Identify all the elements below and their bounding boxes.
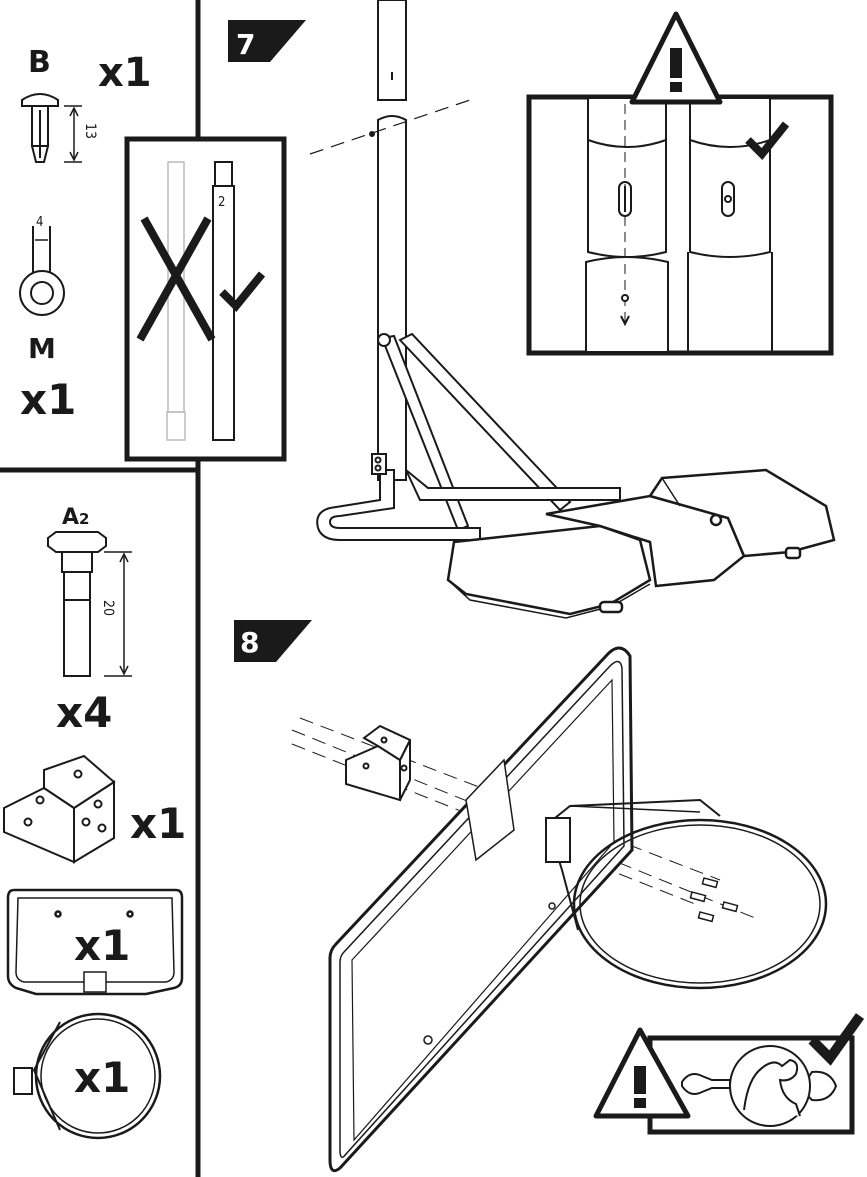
part-backboard-qty: x1 <box>74 921 130 970</box>
screw-b-drawing <box>22 94 58 162</box>
bolts-a2-exploded <box>690 878 737 921</box>
part-a2-qty: x4 <box>56 688 112 737</box>
detail-inset <box>529 14 831 353</box>
bolt-a2-drawing <box>48 532 106 676</box>
orientation-check-box: 2 <box>127 139 284 459</box>
part-a2-letter: A <box>62 505 79 530</box>
svg-text:A2: A2 <box>62 505 89 530</box>
strong-arm-icon <box>730 1046 810 1126</box>
mounting-bracket-large <box>346 726 410 800</box>
part-rim: x1 <box>14 1014 160 1138</box>
part-m-thickness: 4 <box>36 215 43 230</box>
part-washer-m: 4 M x1 <box>20 215 76 424</box>
part-b-qty: x1 <box>98 50 152 96</box>
step-7-number: 7 <box>236 28 255 61</box>
part-m-letter: M <box>28 332 56 365</box>
part-bracket-qty: x1 <box>130 799 186 848</box>
part-a2-sub: 2 <box>79 510 89 528</box>
backboard-large <box>330 648 632 1171</box>
detail-left-tube <box>586 99 668 352</box>
part-a2-length: 20 <box>100 600 116 616</box>
tighten-warning <box>596 1016 860 1132</box>
step-7: 7 <box>228 0 834 618</box>
part-backboard: x1 <box>8 890 182 994</box>
warning-icon <box>632 14 720 102</box>
part-m-qty: x1 <box>20 375 76 424</box>
part-bolt-a2: A2 20 x4 <box>48 505 132 737</box>
bracket-drawing <box>4 756 114 862</box>
screw-b-dimension <box>64 106 82 162</box>
part-b-letter: B <box>28 45 51 80</box>
part-rim-qty: x1 <box>74 1053 130 1102</box>
part-b-length: 13 <box>82 123 98 139</box>
step-8-number: 8 <box>240 626 259 659</box>
step-8: 8 <box>234 620 860 1171</box>
part-bracket: x1 <box>4 756 186 862</box>
tube-number: 2 <box>218 195 225 210</box>
